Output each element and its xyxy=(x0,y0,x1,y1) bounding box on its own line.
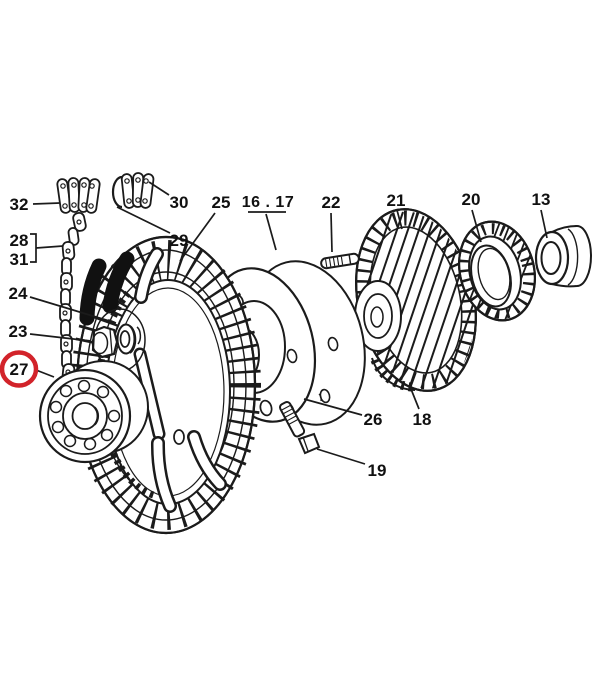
gear-18-teeth xyxy=(370,357,416,392)
part-label-23[interactable]: 23 xyxy=(9,322,28,341)
washer-24 xyxy=(116,323,137,355)
part-label-27[interactable]: 27 xyxy=(10,360,29,379)
part-label-16-17[interactable]: 16 . 17 xyxy=(242,194,294,211)
part-label-32[interactable]: 32 xyxy=(10,195,29,214)
part-label-28[interactable]: 28 xyxy=(10,231,29,250)
part-label-22[interactable]: 22 xyxy=(322,193,341,212)
chain-links-30-29 xyxy=(111,172,155,209)
leader-lines xyxy=(29,181,548,465)
bushing-13 xyxy=(534,225,592,288)
part-label-30[interactable]: 30 xyxy=(170,193,189,212)
chain-sprocket xyxy=(71,235,261,535)
part-label-20[interactable]: 20 xyxy=(462,190,481,209)
ball-bearing-27 xyxy=(38,360,149,464)
stud-22 xyxy=(320,252,360,270)
nut-23 xyxy=(91,325,119,359)
helical-gear-20 xyxy=(458,220,541,328)
part-label-31[interactable]: 31 xyxy=(10,250,29,269)
part-label-19[interactable]: 19 xyxy=(368,461,387,480)
part-label-26[interactable]: 26 xyxy=(364,410,383,429)
part-label-25[interactable]: 25 xyxy=(212,193,231,212)
part-label-13[interactable]: 13 xyxy=(532,190,551,209)
bolt-19 xyxy=(278,400,321,455)
chain-links-32 xyxy=(56,177,101,214)
part-label-21[interactable]: 21 xyxy=(387,191,406,210)
part-label-24[interactable]: 24 xyxy=(9,284,28,303)
highlight-circle-27 xyxy=(0,350,39,388)
part-label-29[interactable]: 29 xyxy=(170,231,189,250)
sawtooth-edge xyxy=(96,290,158,500)
part-label-18[interactable]: 18 xyxy=(413,410,432,429)
